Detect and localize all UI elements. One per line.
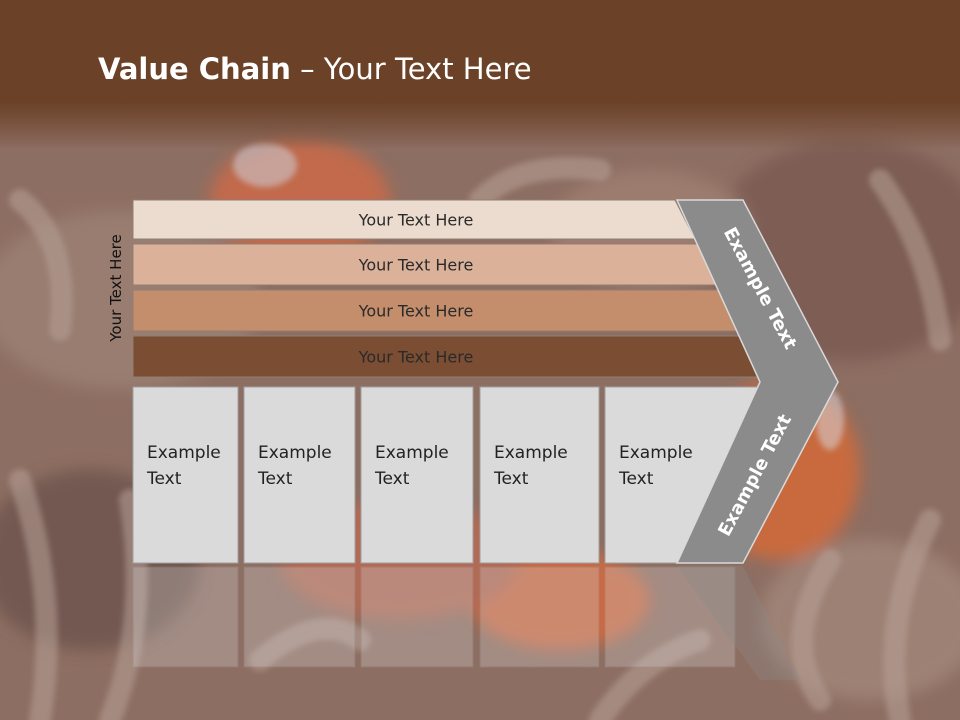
box-reflection	[479, 566, 600, 668]
primary-box-label-line2: Text	[618, 469, 654, 489]
primary-box-label-line2: Text	[146, 469, 182, 489]
primary-box-label-line1: Example	[494, 443, 568, 463]
primary-box-label-line2: Text	[374, 469, 410, 489]
primary-box-4	[479, 386, 600, 564]
primary-box-label-line1: Example	[375, 443, 449, 463]
primary-box-label-line1: Example	[147, 443, 221, 463]
title-rest: – Your Text Here	[290, 52, 532, 86]
support-bar-label: Your Text Here	[358, 211, 474, 230]
support-bar-label: Your Text Here	[358, 302, 474, 321]
primary-box-2	[243, 386, 356, 564]
support-bar-label: Your Text Here	[358, 256, 474, 275]
primary-box-label-line2: Text	[257, 469, 293, 489]
primary-box-label-line2: Text	[493, 469, 529, 489]
primary-box-label-line1: Example	[619, 443, 693, 463]
box-reflection	[243, 566, 356, 668]
box-reflection	[604, 566, 736, 668]
primary-box-1	[132, 386, 239, 564]
boxes-reflection	[132, 566, 736, 668]
primary-box-3	[360, 386, 474, 564]
box-reflection	[360, 566, 474, 668]
primary-box-label-line1: Example	[258, 443, 332, 463]
title-bar	[0, 0, 960, 150]
margin-chevron	[675, 199, 839, 564]
margin-chevron-reflection	[677, 566, 800, 680]
support-bar-label: Your Text Here	[358, 348, 474, 367]
chevron-reflection-shape	[677, 566, 800, 680]
box-reflection	[132, 566, 239, 668]
title-bold: Value Chain	[98, 52, 291, 86]
slide-title: Value Chain – Your Text Here	[98, 52, 532, 86]
